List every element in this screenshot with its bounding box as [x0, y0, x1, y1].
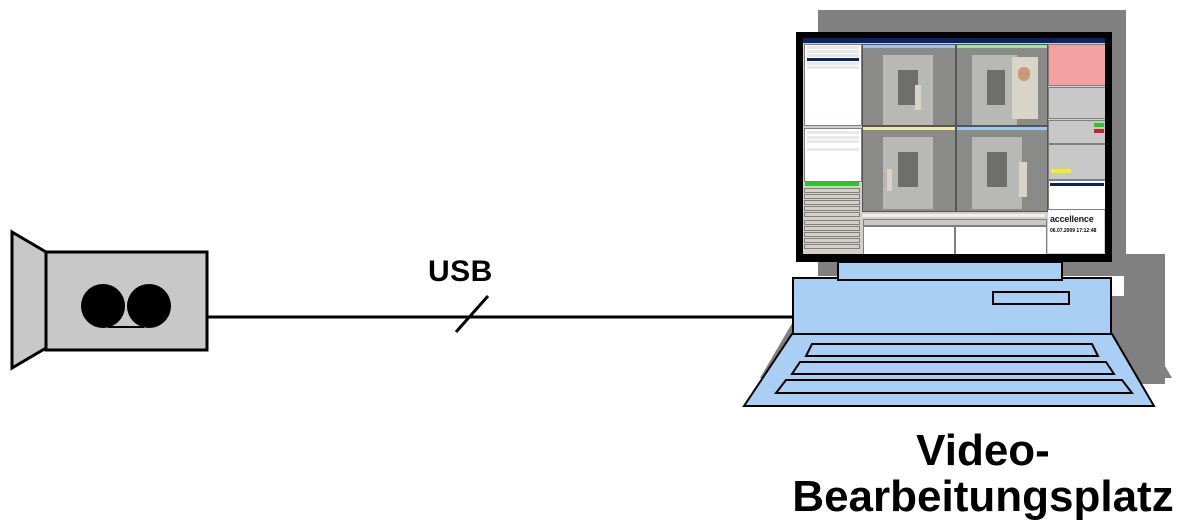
screen-button-8: [804, 232, 860, 237]
usb-cable-slash: [454, 295, 490, 333]
camera-select-grid: [1048, 120, 1105, 144]
screen-button-4: [804, 206, 860, 211]
camera-tree: [804, 44, 862, 126]
video-tile-3: [862, 126, 956, 212]
video-tile-2: [956, 44, 1048, 126]
accellence-logo: accellence: [1050, 214, 1094, 224]
usb-label: USB: [428, 255, 493, 288]
playback-controls: [863, 219, 1047, 226]
monitor-stand: [837, 261, 1063, 281]
screen-button-10: [804, 244, 860, 249]
keyboard-row-3: [773, 379, 1135, 394]
screen-titlebar: [803, 38, 1105, 43]
video-tile-1: [862, 44, 956, 126]
playback-timeline: [863, 214, 1045, 217]
info-table: [863, 226, 955, 254]
camera-lens-hood: [10, 229, 48, 371]
screen-button-3: [804, 200, 860, 205]
screen-button-7: [804, 226, 860, 231]
alarm-panel: [1048, 44, 1105, 86]
camera-body: [44, 250, 209, 352]
screen-button-9: [804, 238, 860, 243]
screen-clock: 06.07.2009 17:12:48: [1050, 228, 1097, 234]
disk-drive-slot: [992, 291, 1070, 305]
workstation-label-line1: Video-: [916, 426, 1050, 475]
screen-button-1: [804, 188, 860, 193]
keyboard-row-2: [790, 361, 1116, 375]
workstation-label-line2: Bearbeitungsplatz: [792, 472, 1174, 521]
screen-button-6: [804, 220, 860, 225]
keyboard-row-1: [804, 343, 1100, 357]
monitor-screen: accellence 06.07.2009 17:12:48: [803, 38, 1105, 254]
screen-left-panel: [804, 44, 862, 253]
screen-right-panel: accellence 06.07.2009 17:12:48: [1048, 44, 1105, 253]
comment-box: [955, 226, 1047, 254]
camera-reel-right: [127, 284, 171, 328]
screen-button-2: [804, 194, 860, 199]
workstation-label: Video- Bearbeitungsplatz: [788, 428, 1178, 520]
recording-settings: [1048, 144, 1105, 180]
screen-button-5: [804, 212, 860, 217]
logo-area: accellence 06.07.2009 17:12:48: [1048, 210, 1104, 253]
recording-list: [804, 128, 862, 182]
status-bar-green: [805, 182, 859, 186]
camera-reel-left: [81, 284, 125, 328]
event-list: [1048, 180, 1105, 210]
camera: [10, 229, 209, 371]
ptz-controls: [1048, 87, 1105, 119]
video-tile-4: [956, 126, 1048, 212]
